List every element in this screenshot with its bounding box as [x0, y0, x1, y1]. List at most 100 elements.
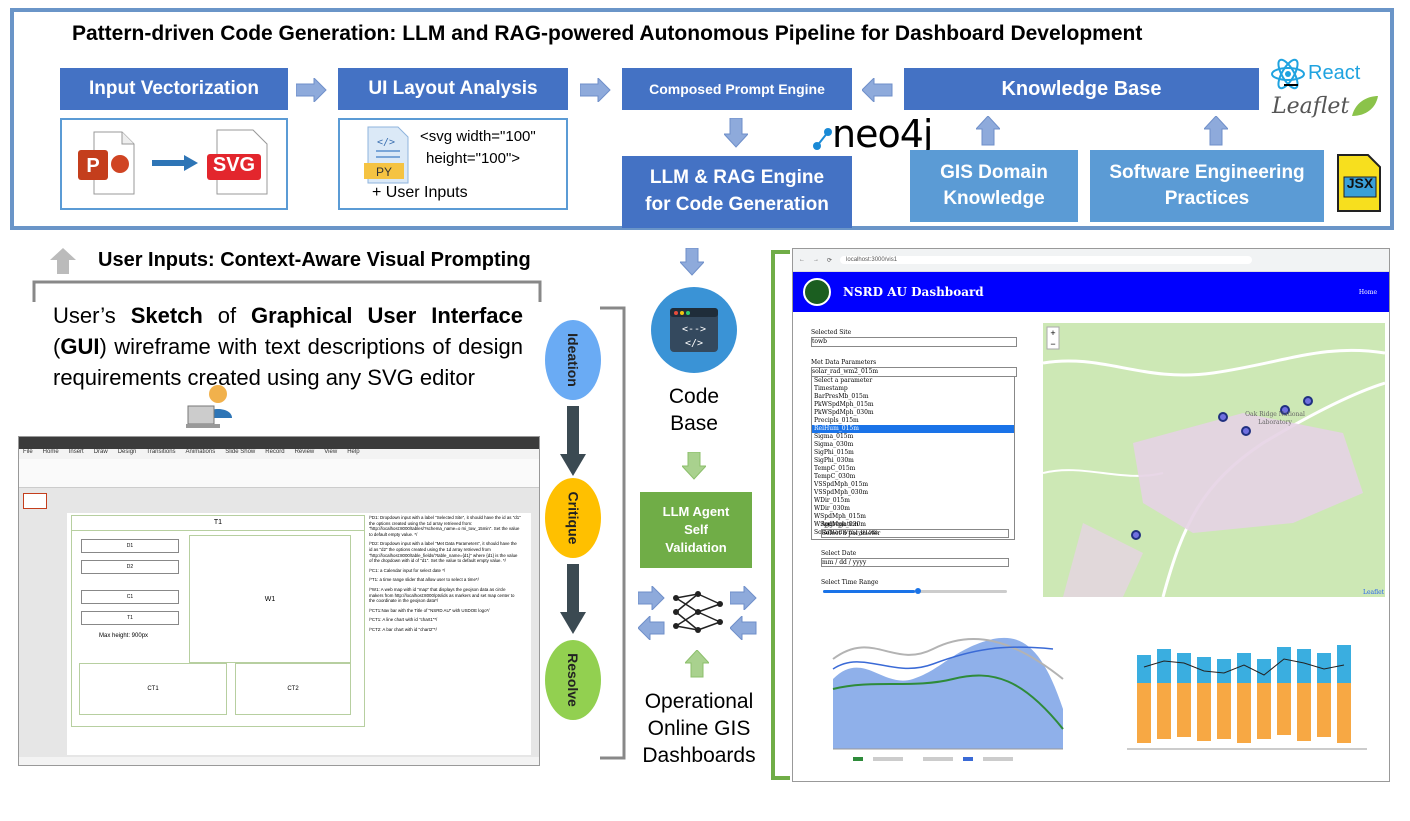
wireframe-note: /*D2: Dropdown input with a label "Met D…: [369, 541, 518, 564]
ppt-menu-item[interactable]: Insert: [68, 449, 84, 455]
divider: [1284, 84, 1298, 86]
down-arrow-icon: [560, 406, 586, 476]
selected-site-dropdown[interactable]: towb: [811, 337, 1017, 347]
ppt-menu-item[interactable]: Draw: [93, 449, 108, 455]
date-input[interactable]: mm / dd / yyyy: [821, 558, 1009, 567]
input-vectorization-box: Input Vectorization: [60, 68, 288, 110]
left-arrow-icon: [862, 78, 893, 102]
ppt-menu-item[interactable]: File: [23, 449, 33, 455]
gis-line2: Knowledge: [943, 188, 1045, 209]
met-data-option[interactable]: Select a parameter: [814, 377, 873, 384]
wireframe-input-d2: D2: [81, 560, 179, 574]
critique-circle: Critique: [545, 478, 601, 558]
neural-network-icon: [673, 591, 723, 633]
met-data-option[interactable]: VSSpdMph_030m: [814, 489, 869, 496]
aggregation-label: Aggregation: [821, 521, 859, 528]
sketch-text: (: [53, 334, 61, 359]
met-data-option[interactable]: SolarRadWm2_015m: [814, 529, 878, 536]
met-data-option[interactable]: WSpdMph_030m: [814, 521, 866, 528]
met-data-option[interactable]: TempC_015m: [814, 465, 856, 472]
address-bar[interactable]: localhost:3000/vis1: [840, 256, 1253, 264]
met-data-option[interactable]: Sigma_030m: [814, 441, 854, 448]
met-data-option[interactable]: PkWSpdMph_015m: [814, 401, 874, 408]
llm-engine-line1: LLM & RAG Engine: [649, 167, 825, 189]
met-data-option[interactable]: RelHum_015m: [812, 425, 1014, 433]
wireframe-note: /*CT2: A bar chart with id "chart2"*/: [369, 626, 437, 632]
time-range-slider[interactable]: [823, 588, 1007, 594]
home-link[interactable]: Home: [1358, 288, 1377, 296]
ppt-menu-item[interactable]: Record: [265, 449, 285, 455]
sketch-text: of: [202, 303, 252, 328]
leaflet-credit: Leaflet: [1363, 589, 1385, 596]
right-arrow-icon: [580, 78, 611, 102]
sketch-bold: GUI: [60, 334, 100, 359]
ppt-menu-item[interactable]: Home: [42, 449, 59, 455]
back-icon[interactable]: ←: [799, 257, 805, 263]
up-arrow-icon: [50, 248, 76, 274]
met-data-option[interactable]: WDir_015m: [814, 497, 850, 504]
met-data-option[interactable]: Precipls_015m: [814, 417, 859, 424]
ppt-menu-item[interactable]: View: [324, 449, 338, 455]
sketch-description: User’s Sketch of Graphical User Interfac…: [53, 300, 523, 393]
ppt-menu: File Home Insert Draw Design Transitions Anima…: [19, 449, 539, 459]
met-data-option[interactable]: TempC_030m: [814, 473, 856, 480]
react-label: React: [1308, 62, 1361, 84]
aggregation-dropdown[interactable]: Select a parameter: [821, 529, 1009, 538]
ppt-titlebar: [19, 437, 539, 449]
powerpoint-window: File Home Insert Draw Design Transitions Anima…: [18, 436, 540, 766]
ppt-menu-item[interactable]: Animations: [185, 449, 216, 455]
sketch-text: User’s: [53, 303, 131, 328]
met-data-option[interactable]: VSSpdMph_015m: [814, 481, 869, 488]
llm-rag-engine-box: LLM & RAG Engine for Code Generation: [622, 156, 852, 228]
wireframe-map: W1: [189, 535, 351, 663]
dashboard-title: NSRD AU Dashboard: [843, 285, 984, 299]
met-data-option[interactable]: WSpdMph_015m: [814, 513, 866, 520]
code-base-line2: Base: [670, 412, 718, 435]
met-data-option[interactable]: SigPhi_015m: [814, 449, 854, 456]
met-data-option[interactable]: BarPresMb_015m: [814, 393, 869, 400]
ppt-menu-item[interactable]: Transitions: [146, 449, 176, 455]
ppt-menu-item[interactable]: Design: [117, 449, 137, 455]
forward-icon[interactable]: →: [813, 257, 819, 263]
reload-icon[interactable]: ⟳: [827, 257, 833, 264]
up-arrow-icon: [685, 650, 709, 678]
resolve-circle: Resolve: [545, 640, 601, 720]
line-area-chart: [832, 637, 1064, 761]
dashboard-navbar: NSRD AU Dashboard Home: [793, 272, 1389, 312]
ppt-statusbar: [19, 757, 539, 765]
met-data-option[interactable]: PkWSpdMph_030m: [814, 409, 874, 416]
operational-line1: Operational: [644, 690, 754, 713]
software-engineering-box: Software Engineering Practices: [1090, 150, 1324, 222]
jsx-label: JSX: [1346, 175, 1374, 191]
zoom-out-icon: −: [1050, 339, 1055, 349]
ppt-menu-item[interactable]: Review: [294, 449, 315, 455]
svg-file-icon: [207, 129, 268, 195]
llm-agent-validation-box: LLM Agent Self Validation: [640, 492, 752, 568]
met-data-option[interactable]: Sigma_015m: [814, 433, 854, 440]
diagram-title: Pattern-driven Code Generation: LLM and …: [72, 22, 1143, 45]
down-arrow-icon: [682, 452, 706, 480]
slider-thumb[interactable]: [915, 588, 921, 594]
usdoe-logo-icon: [803, 278, 831, 306]
met-data-option[interactable]: SigPhi_030m: [814, 457, 854, 464]
ui-layout-analysis-box: UI Layout Analysis: [338, 68, 568, 110]
neo4j-logo-icon: [813, 128, 832, 150]
zoom-in-icon: +: [1050, 328, 1055, 338]
down-arrow-icon: [680, 248, 704, 276]
wireframe-input-t1: T1: [81, 611, 179, 625]
met-data-option[interactable]: Timestamp: [814, 385, 848, 392]
slide-thumbnail[interactable]: [23, 493, 47, 509]
wireframe-note: /*C1: a Calendar input for select date *…: [369, 567, 446, 573]
ppt-menu-item[interactable]: Slide Show: [225, 449, 256, 455]
ideation-circle: Ideation: [545, 320, 601, 400]
user-inputs-heading: User Inputs: Context-Aware Visual Prompt…: [98, 249, 531, 271]
wireframe-note: /*CT1:Nav bar with the Title of "NSRD AU…: [369, 607, 490, 613]
left-arrow-icon: [638, 616, 665, 640]
ppt-menu-item[interactable]: Help: [347, 449, 360, 455]
gis-web-map[interactable]: + −: [1043, 323, 1385, 597]
ideation-label: Ideation: [564, 333, 581, 387]
ppt-ribbon: [19, 459, 539, 488]
code-window-icon: <--> </>: [651, 287, 737, 373]
met-data-option[interactable]: WDir_030m: [814, 505, 850, 512]
bar-chart: [1127, 645, 1367, 750]
